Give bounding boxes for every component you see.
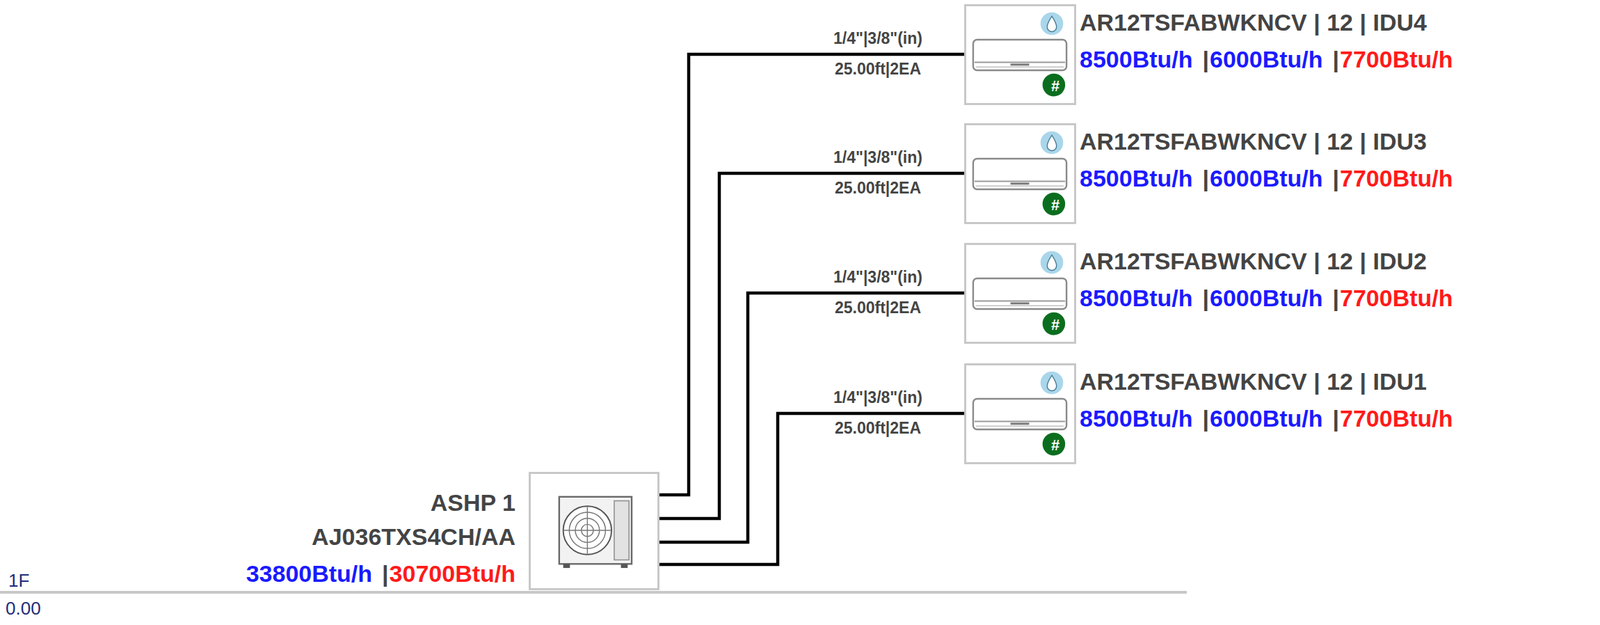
heating-capacity: 7700Btu/h: [1339, 284, 1454, 312]
text-row: AR12TSFABWKNCV | 12 | IDU1: [1079, 368, 1427, 396]
text-row: 33800Btu/h |30700Btu/h: [246, 560, 516, 588]
heating-capacity: 7700Btu/h: [1339, 404, 1454, 432]
separator: |: [1202, 404, 1210, 432]
separator: |: [1332, 164, 1340, 192]
model-number: AJ036TXS4CH/AA: [311, 523, 516, 551]
unit-name: AR12TSFABWKNCV | 12 | IDU4: [1079, 9, 1427, 37]
floor-label: 0.00: [5, 598, 42, 620]
pipe-length: 25.00ft|2EA: [834, 59, 922, 78]
pipe-length: 25.00ft|2EA: [834, 418, 922, 437]
text-row: AR12TSFABWKNCV | 12 | IDU2: [1079, 247, 1427, 275]
text-row: AR12TSFABWKNCV | 12 | IDU4: [1079, 9, 1427, 37]
separator: |: [381, 560, 389, 588]
floor-line: [0, 590, 1187, 594]
refrigerant-pipe: [659, 173, 965, 519]
unit-name: AR12TSFABWKNCV | 12 | IDU2: [1079, 247, 1427, 275]
floor-label: 1F: [8, 570, 30, 592]
cooling-capacity: 33800Btu/h: [246, 560, 373, 588]
heating-capacity: 30700Btu/h: [389, 560, 516, 588]
text-row: 8500Btu/h|6000Btu/h|7700Btu/h: [1079, 45, 1454, 74]
unit-name: AR12TSFABWKNCV | 12 | IDU1: [1079, 368, 1427, 396]
cooling-capacity: 6000Btu/h: [1209, 284, 1324, 312]
cooling-capacity: 6000Btu/h: [1209, 45, 1324, 74]
separator: |: [1332, 45, 1340, 74]
text-row: 8500Btu/h|6000Btu/h|7700Btu/h: [1079, 284, 1454, 312]
unit-name: AR12TSFABWKNCV | 12 | IDU3: [1079, 128, 1427, 156]
outdoor-unit: ASHP 1AJ036TXS4CH/AA33800Btu/h|30700Btu/…: [528, 471, 660, 590]
cooling-capacity: 8500Btu/h: [1079, 284, 1194, 312]
text-row: ASHP 1: [430, 489, 516, 517]
refrigerant-pipe: [659, 413, 965, 565]
pipe-size: 1/4"|3/8"(in): [833, 29, 923, 48]
pipe-size: 1/4"|3/8"(in): [833, 267, 923, 286]
separator: |: [1202, 45, 1210, 74]
refrigerant-pipe: [659, 292, 965, 542]
unit-number-badge: #: [1051, 315, 1060, 334]
pipe-length: 25.00ft|2EA: [834, 178, 922, 197]
cooling-capacity: 8500Btu/h: [1079, 45, 1194, 74]
separator: |: [1332, 284, 1340, 312]
text-row: 8500Btu/h|6000Btu/h|7700Btu/h: [1079, 164, 1454, 192]
pipe-size: 1/4"|3/8"(in): [833, 148, 923, 167]
unit-number-badge: #: [1051, 196, 1060, 214]
separator: |: [1202, 164, 1210, 192]
cooling-capacity: 8500Btu/h: [1079, 164, 1194, 192]
separator: |: [1202, 284, 1210, 312]
cooling-capacity: 6000Btu/h: [1209, 164, 1324, 192]
text-row: AR12TSFABWKNCV | 12 | IDU3: [1079, 128, 1427, 156]
cooling-capacity: 6000Btu/h: [1209, 404, 1324, 432]
pipe-length: 25.00ft|2EA: [834, 298, 922, 317]
outdoor-unit-drawing: [530, 473, 658, 588]
unit-number-badge: #: [1051, 77, 1060, 95]
pipe-size: 1/4"|3/8"(in): [833, 388, 923, 407]
cooling-capacity: 8500Btu/h: [1079, 404, 1194, 432]
heating-capacity: 7700Btu/h: [1339, 164, 1454, 192]
refrigerant-pipe: [659, 54, 965, 495]
text-row: 8500Btu/h|6000Btu/h|7700Btu/h: [1079, 404, 1454, 432]
unit-name: ASHP 1: [430, 489, 516, 517]
heating-capacity: 7700Btu/h: [1339, 45, 1454, 74]
text-row: AJ036TXS4CH/AA: [311, 523, 516, 551]
unit-number-badge: #: [1051, 436, 1060, 454]
separator: |: [1332, 404, 1340, 432]
